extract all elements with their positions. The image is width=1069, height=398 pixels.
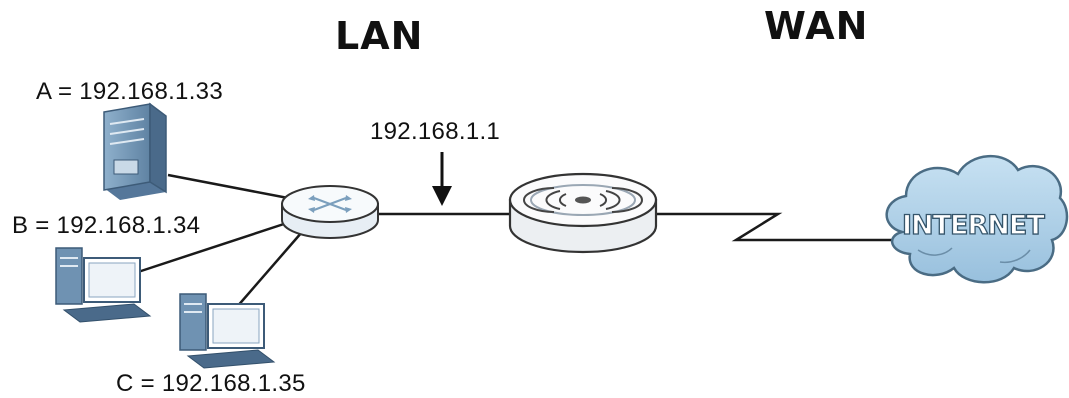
link-server-switch <box>167 173 289 200</box>
wan-heading: WAN <box>764 4 869 48</box>
arrow-down-icon <box>432 152 452 206</box>
server-icon <box>103 102 167 200</box>
link-pc-b-switch <box>137 220 291 274</box>
switch-icon <box>281 185 379 239</box>
desktop-computer-icon <box>55 247 152 323</box>
internet-label: INTERNET <box>901 209 1045 241</box>
cloud-icon <box>885 155 1069 284</box>
lan-heading: LAN <box>335 14 424 58</box>
lightning-link-icon <box>656 212 893 242</box>
connection-lines <box>137 173 893 309</box>
gateway-ip-label: 192.168.1.1 <box>370 118 501 145</box>
link-pc-c-switch <box>235 231 303 309</box>
host-a-label: A = 192.168.1.33 <box>36 78 223 105</box>
host-b-label: B = 192.168.1.34 <box>12 212 201 239</box>
host-c-label: C = 192.168.1.35 <box>116 370 306 397</box>
router-icon <box>508 172 658 254</box>
desktop-computer-icon <box>179 293 276 369</box>
